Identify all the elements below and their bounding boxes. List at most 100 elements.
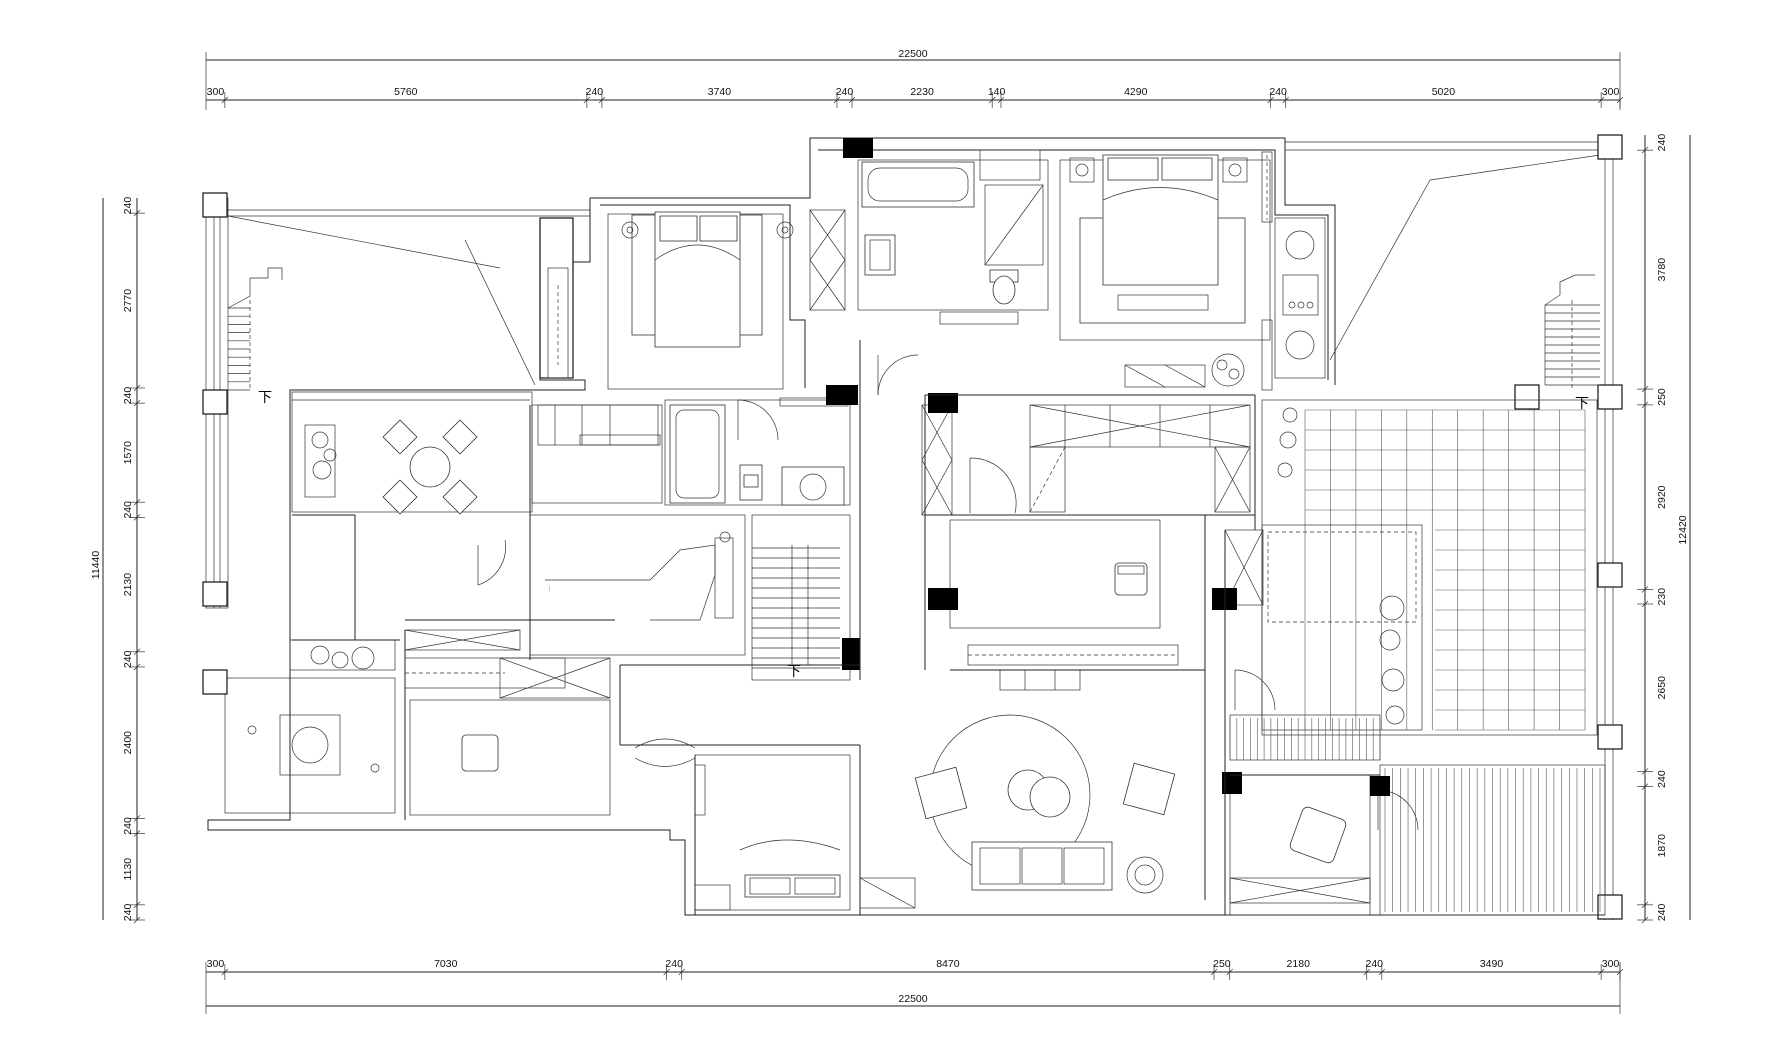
dim-slash — [1641, 783, 1649, 790]
top-dim-3: 3740 — [708, 86, 732, 98]
plant-icon — [1211, 353, 1245, 387]
dim-slash — [1616, 968, 1624, 976]
wardrobe — [921, 404, 1251, 516]
bottom-dim-6: 240 — [1366, 958, 1384, 970]
bedroom-left — [539, 209, 846, 390]
living-room — [859, 714, 1176, 909]
right-dim-2: 250 — [1656, 388, 1668, 406]
dim-slash — [1641, 401, 1649, 409]
bottom-dim-2: 240 — [665, 958, 683, 970]
bed-icon — [739, 839, 841, 898]
dim-slash — [1641, 586, 1649, 593]
dim-slash — [1641, 600, 1649, 608]
right-grid-terrace — [1224, 399, 1598, 736]
right-dim-3: 2920 — [1656, 485, 1668, 509]
building-outline — [207, 137, 1605, 916]
dim-slash — [1267, 96, 1274, 104]
stair-label-3: 下 — [787, 664, 801, 680]
left-dim-3: 1570 — [122, 441, 134, 465]
bedroom-bottom — [694, 754, 851, 911]
study: ··· — [529, 514, 746, 656]
left-dim-5: 2130 — [122, 573, 134, 597]
lower-right-rooms — [1229, 714, 1606, 916]
dim-slash — [133, 648, 141, 656]
left-dim-7: 2400 — [122, 731, 134, 755]
dim-right-total: 12420 — [1677, 515, 1689, 544]
right-stair: 下 — [1544, 274, 1600, 412]
dim-slash — [133, 498, 141, 506]
dimension-left: 11440 2402770240157024021302402400240113… — [90, 197, 145, 924]
chair-icon — [461, 734, 499, 772]
dim-slash — [988, 96, 996, 104]
chair-icon — [1289, 806, 1347, 864]
right-dim-4: 230 — [1656, 588, 1668, 606]
column-icon — [826, 138, 1390, 796]
dim-slash — [133, 209, 141, 217]
lower-study — [202, 629, 611, 816]
dim-slash — [1641, 146, 1649, 154]
dim-slash — [133, 399, 141, 407]
bottom-dim-3: 8470 — [936, 958, 960, 970]
top-dim-8: 240 — [1269, 86, 1287, 98]
bottom-dim-0: 300 — [207, 958, 225, 970]
dim-slash — [1363, 968, 1370, 976]
bottom-dim-8: 300 — [1602, 958, 1620, 970]
dim-bottom-total: 22500 — [898, 993, 927, 1005]
right-dim-5: 2650 — [1656, 676, 1668, 700]
dining-area — [291, 391, 533, 515]
bedroom-right — [1059, 151, 1326, 391]
right-dim-7: 1870 — [1656, 834, 1668, 858]
dim-slash — [1378, 968, 1386, 976]
dim-slash — [1641, 916, 1649, 924]
dim-top-total: 22500 — [898, 48, 927, 60]
left-dim-2: 240 — [122, 387, 134, 405]
dim-slash — [1597, 96, 1605, 104]
dim-slash — [678, 968, 685, 976]
top-dim-10: 300 — [1602, 86, 1620, 98]
top-dim-7: 4290 — [1124, 86, 1148, 98]
left-stair: 下 — [227, 267, 283, 406]
right-dim-1: 3780 — [1656, 258, 1668, 282]
bed-icon — [1079, 154, 1246, 324]
left-dim-9: 1130 — [122, 858, 134, 881]
stair-label-2: 下 — [1575, 396, 1589, 412]
plant-icon — [1126, 856, 1164, 894]
lamp-icon — [621, 221, 794, 239]
dim-slash — [133, 916, 141, 924]
stair-label-1: 下 — [258, 390, 272, 406]
dim-slash — [833, 96, 841, 104]
left-dim-0: 240 — [122, 197, 134, 215]
toilet-icon — [989, 269, 1019, 305]
partitions — [292, 340, 1380, 915]
top-dim-4: 240 — [836, 86, 854, 98]
sofa-icon — [971, 841, 1113, 891]
table-icon — [382, 419, 478, 515]
top-dim-0: 300 — [207, 86, 225, 98]
dim-slash — [221, 96, 229, 104]
bathroom-top — [857, 149, 1049, 325]
dim-slash — [1641, 385, 1649, 393]
right-dim-6: 240 — [1656, 770, 1668, 788]
dim-slash — [1641, 768, 1649, 775]
lounge — [949, 519, 1179, 691]
dim-slash — [997, 96, 1005, 104]
plant-icon — [311, 431, 337, 480]
lamp-icon — [1069, 157, 1248, 183]
dim-slash — [133, 830, 141, 837]
kitchen — [531, 397, 851, 506]
dim-slash — [1641, 901, 1649, 909]
central-stair: 下 — [751, 514, 851, 681]
top-dim-9: 5020 — [1432, 86, 1456, 98]
bed-icon — [631, 211, 763, 348]
dim-slash — [1282, 96, 1289, 104]
top-dim-2: 240 — [586, 86, 604, 98]
bottom-dim-7: 3490 — [1480, 958, 1504, 970]
table-icon — [1007, 769, 1071, 818]
bathtub-icon — [669, 404, 726, 504]
dim-slash — [663, 968, 670, 976]
dim-slash — [133, 815, 141, 822]
dim-slash — [848, 96, 856, 104]
